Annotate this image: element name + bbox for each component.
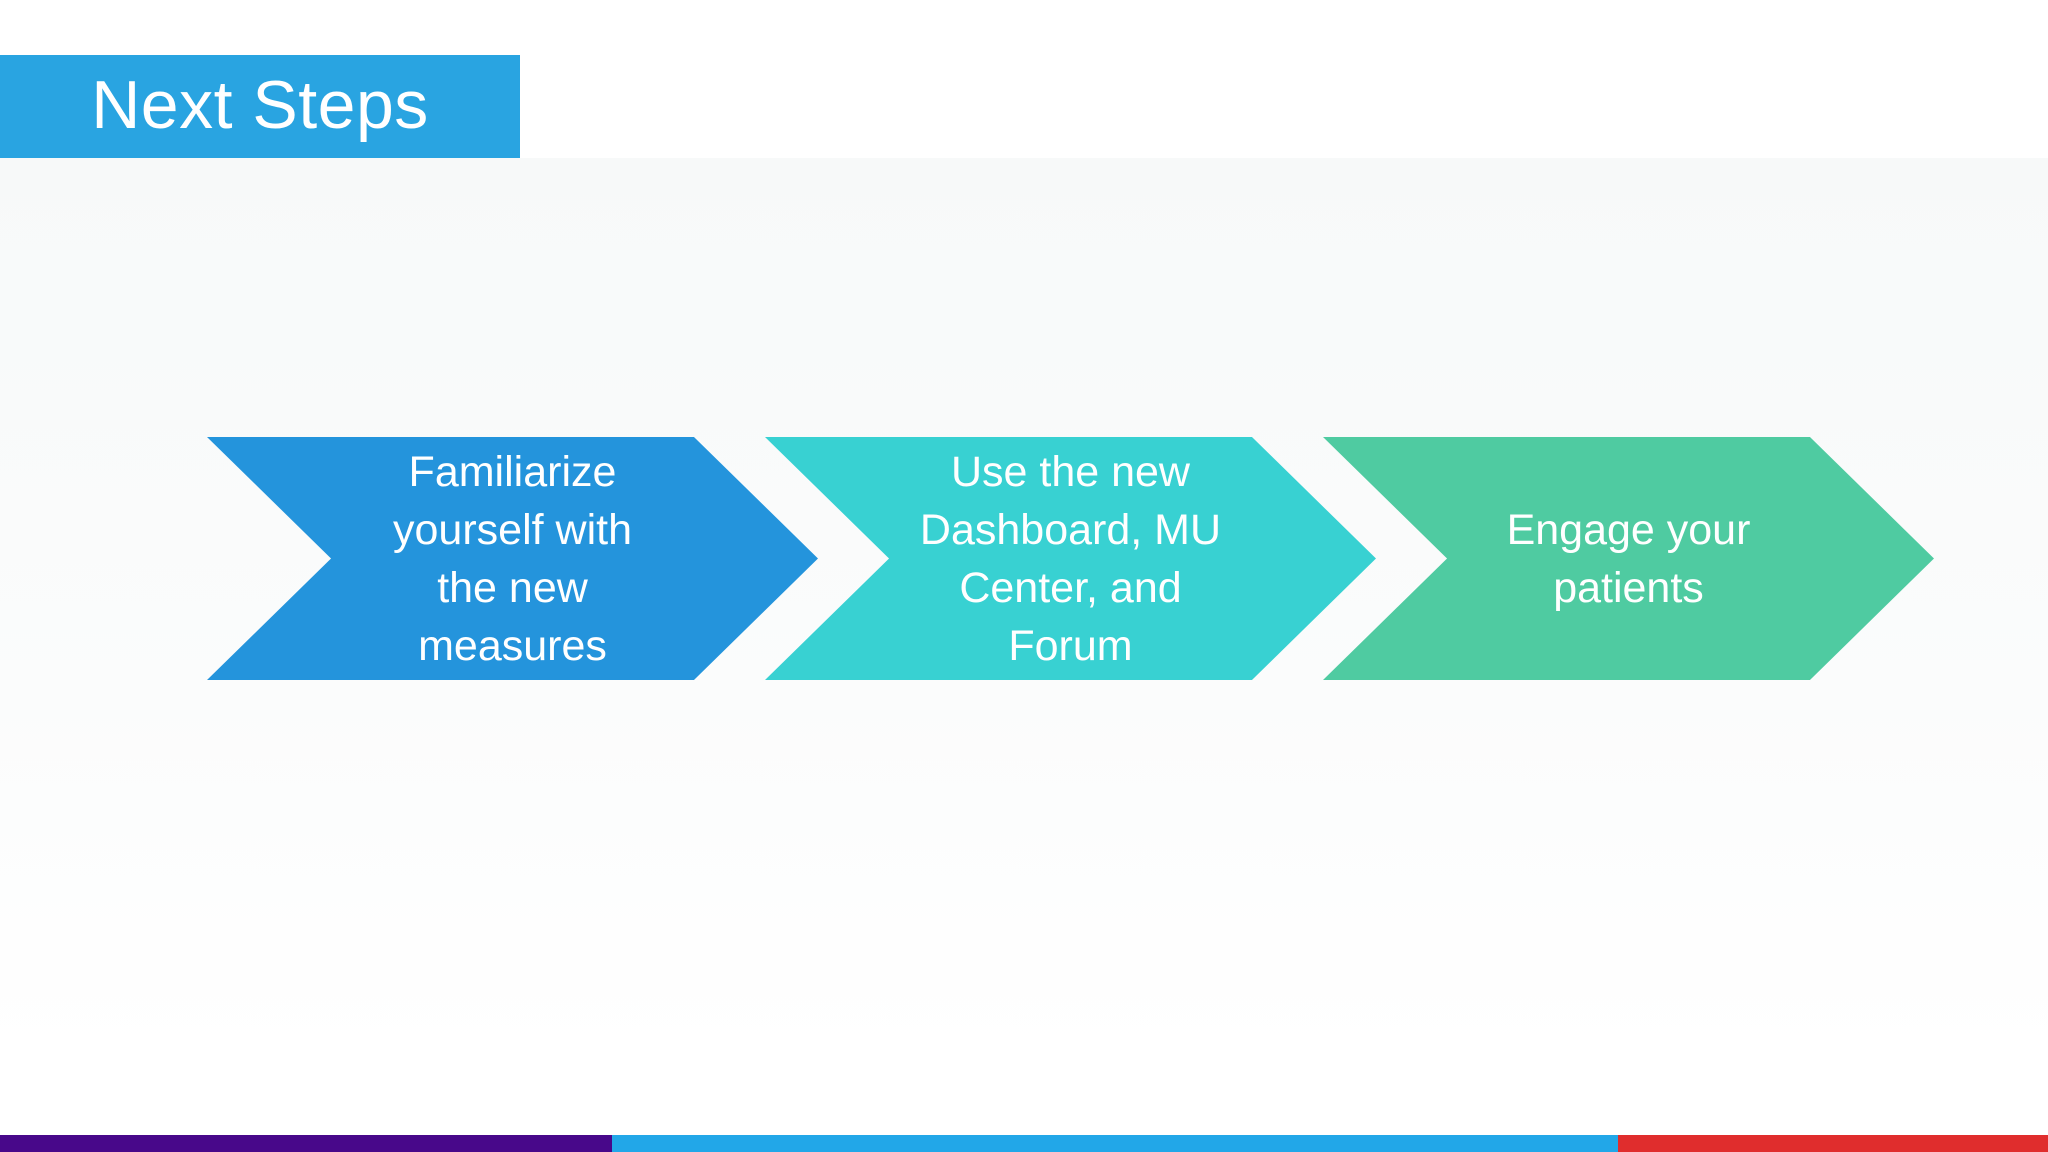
footer-accent-bar bbox=[0, 1135, 2048, 1152]
process-diagram: Familiarize yourself with the new measur… bbox=[0, 437, 2048, 680]
process-step-1-label: Familiarize yourself with the new measur… bbox=[393, 447, 632, 670]
process-step-2-label: Use the new Dashboard, MU Center, and Fo… bbox=[919, 447, 1222, 670]
process-step-2: Use the new Dashboard, MU Center, and Fo… bbox=[765, 437, 1376, 680]
process-step-3: Engage your patients bbox=[1323, 437, 1934, 680]
slide-title: Next Steps bbox=[91, 66, 429, 143]
process-step-1: Familiarize yourself with the new measur… bbox=[207, 437, 818, 680]
process-step-3-label: Engage your patients bbox=[1506, 505, 1751, 612]
footer-segment-purple bbox=[0, 1135, 613, 1152]
footer-segment-red bbox=[1617, 1135, 2048, 1152]
footer-segment-blue bbox=[612, 1135, 1618, 1152]
slide-title-bar: Next Steps bbox=[0, 55, 520, 158]
